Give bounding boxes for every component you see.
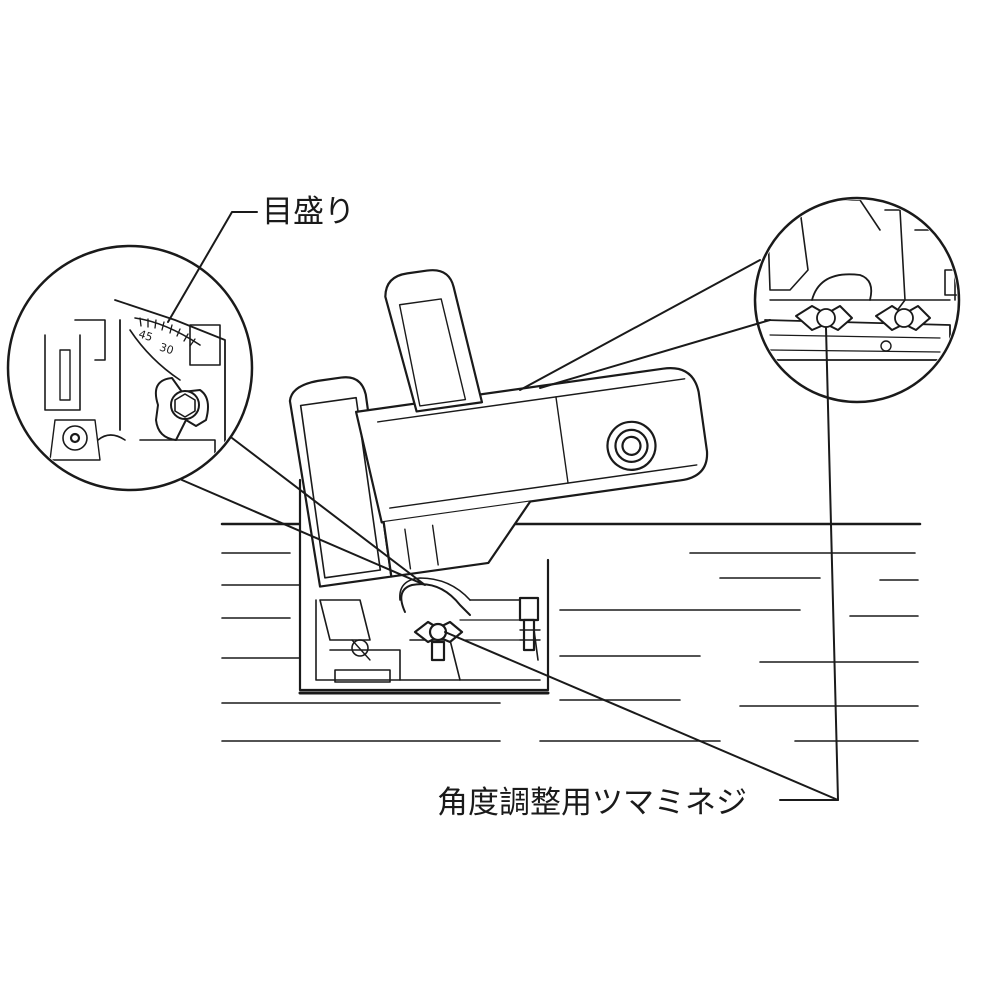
scale-mark-45: 45 bbox=[137, 327, 154, 344]
wood-grain bbox=[221, 552, 919, 742]
bevel-knob-label: 角度調整用ツマミネジ bbox=[437, 785, 747, 821]
scale-mark-30: 30 bbox=[158, 341, 175, 358]
magnified-wing-knob bbox=[154, 377, 209, 441]
leader-lines bbox=[167, 211, 839, 801]
scale-leader bbox=[167, 211, 258, 323]
bevel-adjust-knob bbox=[413, 620, 464, 662]
knob-magnifier bbox=[519, 196, 961, 404]
knob-leader-main bbox=[444, 631, 839, 801]
motor-knob bbox=[606, 420, 657, 471]
angle-scale bbox=[134, 317, 201, 347]
knob-magnifier-pointer bbox=[519, 259, 771, 391]
scale-magnifier-pointer bbox=[181, 437, 426, 586]
bevel-stud bbox=[518, 596, 541, 652]
knob-leader-rear bbox=[825, 327, 839, 801]
circular-saw bbox=[288, 269, 709, 588]
bevel-quadrant bbox=[400, 583, 471, 616]
bevel-mechanism bbox=[319, 577, 471, 662]
rear-wing-knob-left bbox=[795, 305, 853, 331]
scale-magnifier bbox=[6, 244, 426, 586]
rear-wing-knob-right bbox=[875, 305, 931, 331]
workpiece-board bbox=[220, 522, 922, 742]
main-handle bbox=[384, 269, 484, 413]
scale-label: 目盛り bbox=[262, 194, 355, 230]
